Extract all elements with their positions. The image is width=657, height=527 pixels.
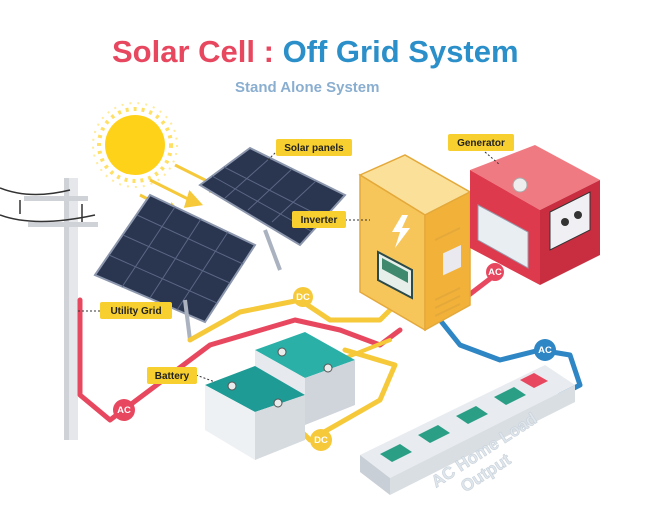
sun-icon	[92, 102, 178, 188]
svg-text:Generator: Generator	[457, 138, 505, 149]
svg-text:AC: AC	[538, 345, 552, 356]
svg-text:Battery: Battery	[155, 371, 190, 382]
tag-ac-grid: AC	[113, 399, 135, 421]
title-part1: Solar Cell	[112, 34, 255, 69]
title-separator: :	[255, 34, 283, 69]
label-utility-grid: Utility Grid	[78, 302, 172, 319]
subtitle: Stand Alone System	[235, 79, 379, 96]
bolt-icon	[392, 215, 410, 248]
title-text: Solar Cell : Off Grid System	[112, 34, 519, 69]
power-strip	[360, 365, 575, 495]
wire-dc-battery	[297, 347, 398, 443]
generator	[470, 145, 600, 285]
solar-panel-front	[93, 193, 257, 341]
utility-pole	[0, 178, 98, 440]
tag-dc-panels: DC	[293, 287, 313, 307]
tag-ac-generator: AC	[486, 263, 504, 281]
svg-text:Utility Grid: Utility Grid	[110, 306, 161, 317]
svg-text:Inverter: Inverter	[301, 215, 338, 226]
tag-ac-load: AC	[534, 339, 556, 361]
inverter	[358, 154, 472, 332]
svg-text:Solar panels: Solar panels	[284, 143, 344, 154]
wire-dc-panels	[187, 297, 398, 343]
label-inverter: Inverter	[292, 211, 370, 228]
wire-ac-grid	[77, 297, 403, 423]
label-solar-panels: Solar panels	[267, 139, 352, 161]
svg-text:AC: AC	[117, 405, 131, 416]
tag-dc-battery: DC	[310, 429, 332, 451]
label-generator: Generator	[448, 134, 514, 166]
svg-text:DC: DC	[314, 435, 328, 446]
switch-icon	[520, 373, 548, 388]
battery	[205, 332, 355, 460]
label-battery: Battery	[147, 367, 216, 384]
title-part2: Off Grid System	[283, 34, 519, 69]
svg-text:DC: DC	[296, 292, 310, 303]
svg-text:AC: AC	[488, 267, 502, 278]
